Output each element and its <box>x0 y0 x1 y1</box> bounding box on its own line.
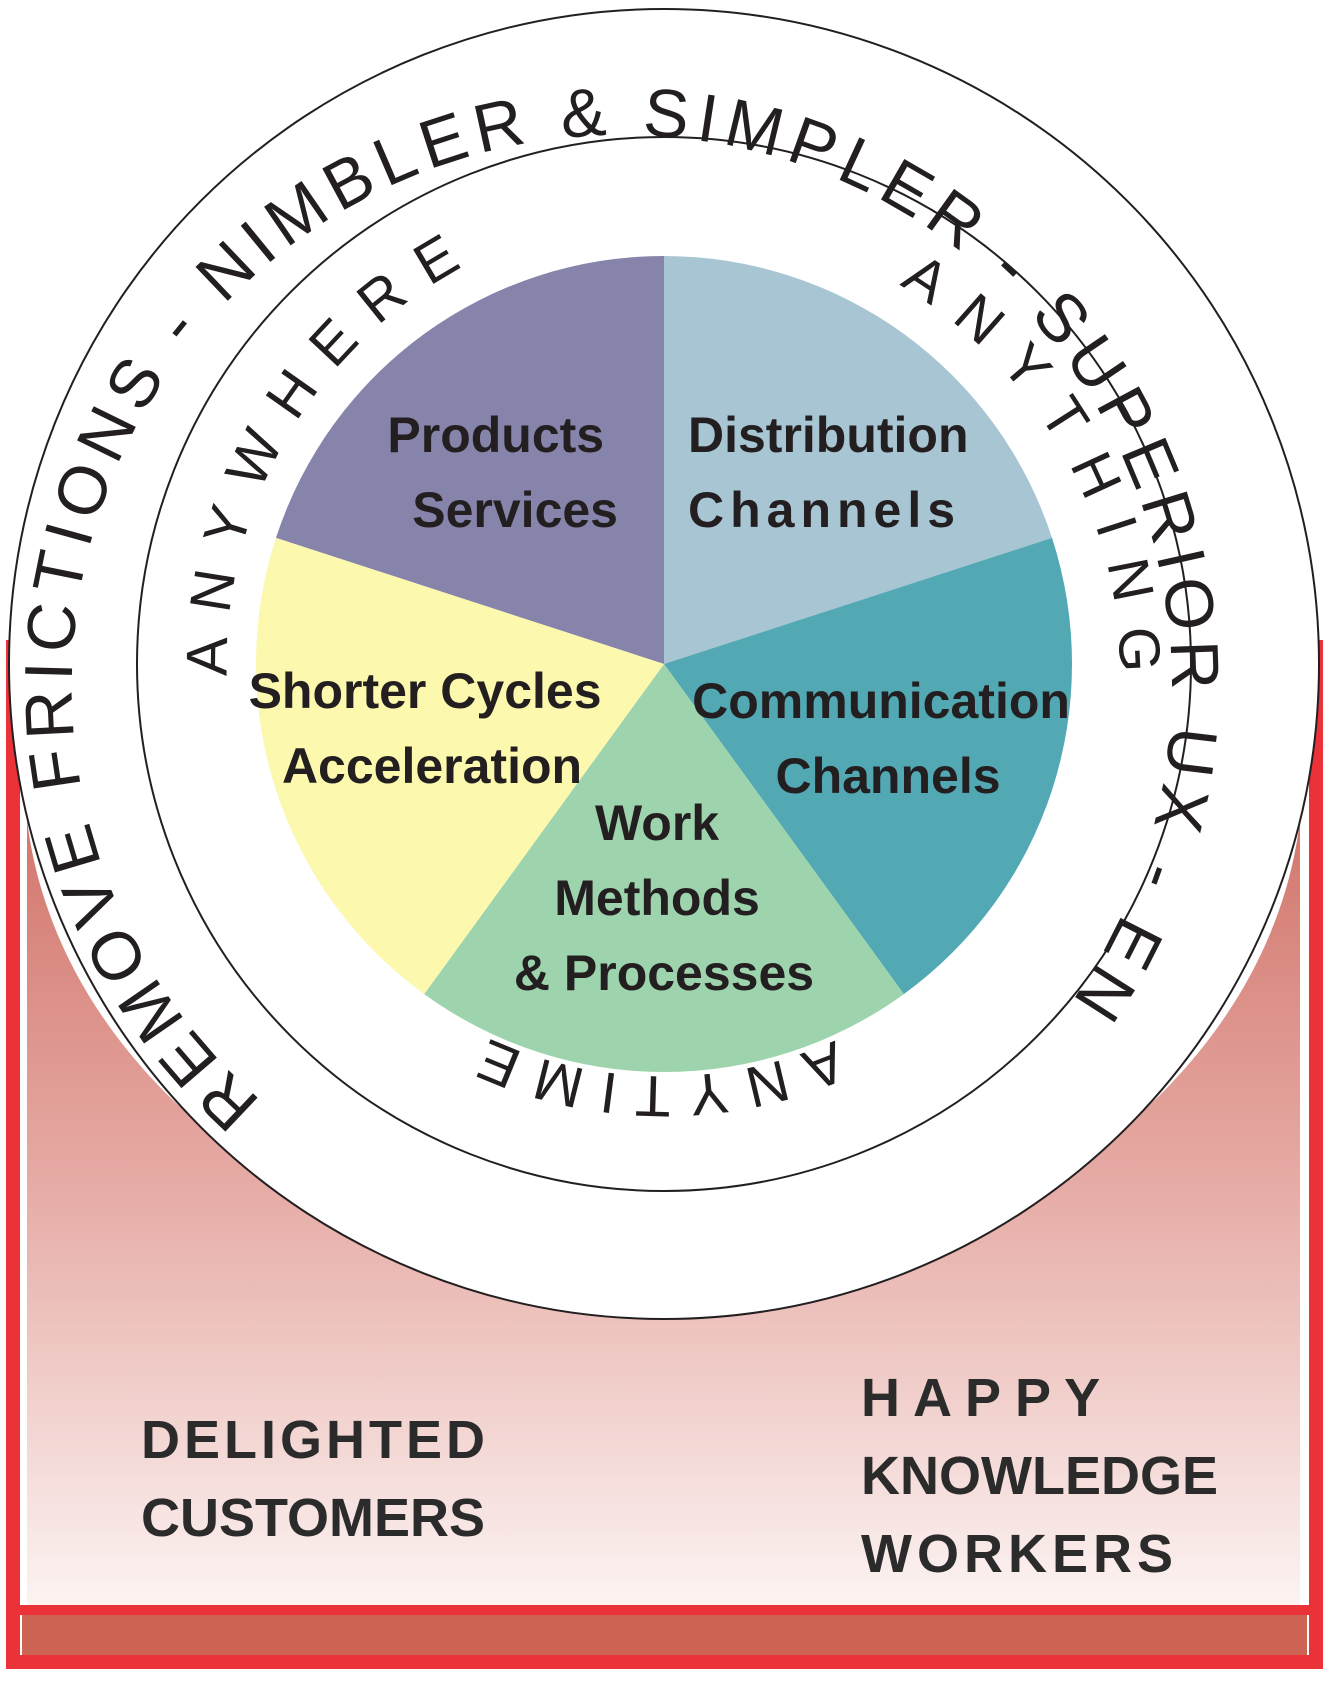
segment-label-work: Work Methods & Processes <box>514 795 814 1001</box>
pie-segment-shorter <box>256 537 664 995</box>
segment-label-communication: Communication Channels <box>692 673 1084 804</box>
pie-segment-communication <box>664 537 1072 995</box>
segment-label-products: Products Services <box>387 407 618 538</box>
delighted-customers-text: DELIGHTED CUSTOMERS <box>141 1410 504 1548</box>
base-bar <box>22 1608 1307 1660</box>
pie-segment-work <box>424 664 904 1072</box>
segment-label-distribution: Distribution Channels <box>688 407 982 538</box>
pie-chart <box>256 256 1072 1072</box>
cup-frame <box>6 640 1323 1669</box>
cup-gradient-fill <box>27 820 1300 1615</box>
segment-label-shorter: Shorter Cycles Acceleration <box>249 663 616 794</box>
pie-segment-distribution <box>664 256 1053 664</box>
pie-segment-products <box>275 256 664 664</box>
happy-knowledge-workers-text: H A P P Y KNOWLEDGE WORKERS <box>861 1368 1233 1584</box>
